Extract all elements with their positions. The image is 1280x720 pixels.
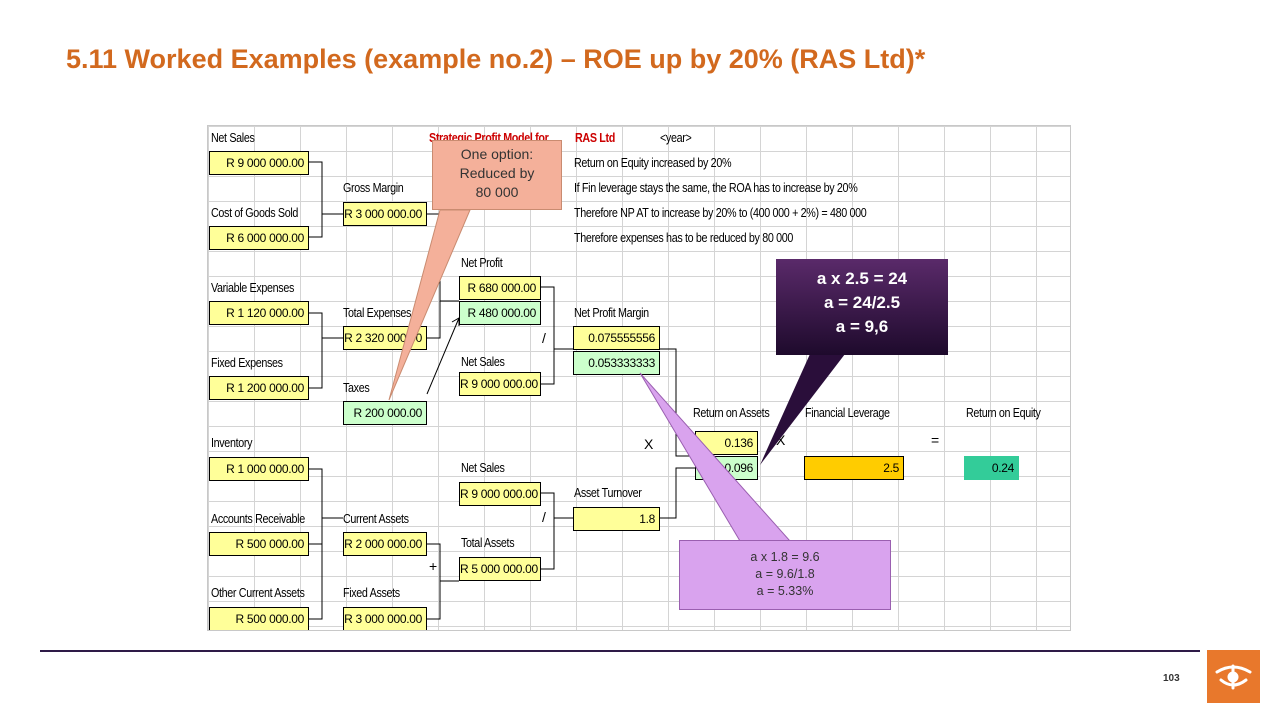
cell-net-sales-3[interactable]: R 9 000 000.00	[459, 482, 541, 506]
slide-title: 5.11 Worked Examples (example no.2) – RO…	[66, 44, 926, 74]
cell-net-profit-margin-old[interactable]: 0.075555556	[573, 326, 660, 350]
label-other-current-assets: Other Current Assets	[211, 586, 305, 600]
callout-reduction-line-3: 80 000	[475, 184, 519, 200]
operator-equals: =	[931, 432, 940, 448]
callout-turnover-calc: a x 1.8 = 9.6 a = 9.6/1.8 a = 5.33%	[679, 540, 891, 610]
cell-fixed-expenses[interactable]: R 1 200 000.00	[209, 376, 309, 400]
label-net-profit: Net Profit	[461, 256, 503, 270]
cell-net-profit-old[interactable]: R 680 000.00	[459, 276, 541, 300]
company-name: RAS Ltd	[575, 131, 615, 145]
note-2: If Fin leverage stays the same, the ROA …	[574, 181, 858, 195]
cell-variable-expenses[interactable]: R 1 120 000.00	[209, 301, 309, 325]
cell-current-assets[interactable]: R 2 000 000.00	[343, 532, 427, 556]
label-taxes: Taxes	[343, 381, 370, 395]
note-3: Therefore NP AT to increase by 20% to (4…	[574, 206, 867, 220]
callout-reduction-line-1: One option:	[460, 146, 534, 162]
label-net-sales: Net Sales	[211, 131, 255, 145]
cell-fixed-assets[interactable]: R 3 000 000.00	[343, 607, 427, 630]
callout-turnover-line-1: a x 1.8 = 9.6	[750, 550, 820, 564]
operator-divide-1: /	[542, 330, 546, 346]
label-return-on-equity: Return on Equity	[966, 406, 1041, 420]
label-current-assets: Current Assets	[343, 512, 409, 526]
label-net-sales-3: Net Sales	[461, 461, 505, 475]
label-cost-of-goods-sold: Cost of Goods Sold	[211, 206, 299, 220]
label-asset-turnover: Asset Turnover	[574, 486, 642, 500]
cell-cost-of-goods-sold[interactable]: R 6 000 000.00	[209, 226, 309, 250]
logo-icon	[1207, 650, 1260, 703]
operator-divide-2: /	[542, 509, 546, 525]
logo-emblem-icon	[1215, 664, 1252, 690]
label-accounts-receivable: Accounts Receivable	[211, 512, 305, 526]
cell-financial-leverage[interactable]: 2.5	[804, 456, 904, 480]
callout-reduction-line-2: Reduced by	[459, 165, 535, 181]
label-total-assets: Total Assets	[461, 536, 515, 550]
cell-net-profit-new[interactable]: R 480 000.00	[459, 301, 541, 325]
label-financial-leverage: Financial Leverage	[805, 406, 890, 420]
footer-rule	[40, 650, 1200, 652]
strategic-profit-model-sheet: Net Sales Cost of Goods Sold Variable Ex…	[207, 125, 1071, 631]
callout-turnover-line-3: a = 5.33%	[756, 584, 814, 598]
label-total-expenses: Total Expenses	[343, 306, 412, 320]
label-return-on-assets: Return on Assets	[693, 406, 770, 420]
cell-net-sales-2[interactable]: R 9 000 000.00	[459, 372, 541, 396]
callout-reduction: One option: Reduced by 80 000	[432, 140, 562, 210]
callout-leverage-line-2: a = 24/2.5	[823, 293, 901, 312]
label-fixed-assets: Fixed Assets	[343, 586, 400, 600]
label-net-profit-margin: Net Profit Margin	[574, 306, 649, 320]
operator-plus: +	[429, 558, 438, 574]
label-inventory: Inventory	[211, 436, 253, 450]
cell-inventory[interactable]: R 1 000 000.00	[209, 457, 309, 481]
cell-asset-turnover[interactable]: 1.8	[573, 507, 660, 531]
model-connectors	[309, 161, 695, 620]
cell-accounts-receivable[interactable]: R 500 000.00	[209, 532, 309, 556]
callout-leverage-line-3: a = 9,6	[835, 317, 889, 336]
operator-times-2: X	[776, 432, 786, 448]
cell-taxes[interactable]: R 200 000.00	[343, 401, 427, 425]
cell-net-sales[interactable]: R 9 000 000.00	[209, 151, 309, 175]
label-fixed-expenses: Fixed Expenses	[211, 356, 283, 370]
callout-leverage-calc: a x 2.5 = 24 a = 24/2.5 a = 9,6	[776, 259, 948, 355]
callout-leverage-line-1: a x 2.5 = 24	[816, 269, 908, 288]
note-1: Return on Equity increased by 20%	[574, 156, 732, 170]
cell-net-profit-margin-new[interactable]: 0.053333333	[573, 351, 660, 375]
note-4: Therefore expenses has to be reduced by …	[574, 231, 794, 245]
label-net-sales-2: Net Sales	[461, 355, 505, 369]
year-placeholder: <year>	[660, 131, 692, 145]
label-variable-expenses: Variable Expenses	[211, 281, 295, 295]
cell-other-current-assets[interactable]: R 500 000.00	[209, 607, 309, 630]
operator-times-1: X	[644, 436, 654, 452]
page-number: 103	[1163, 673, 1180, 684]
callout-turnover-line-2: a = 9.6/1.8	[755, 567, 815, 581]
cell-return-on-equity[interactable]: 0.24	[964, 456, 1019, 480]
cell-total-assets[interactable]: R 5 000 000.00	[459, 557, 541, 581]
label-gross-margin: Gross Margin	[343, 181, 404, 195]
cell-gross-margin[interactable]: R 3 000 000.00	[343, 202, 427, 226]
